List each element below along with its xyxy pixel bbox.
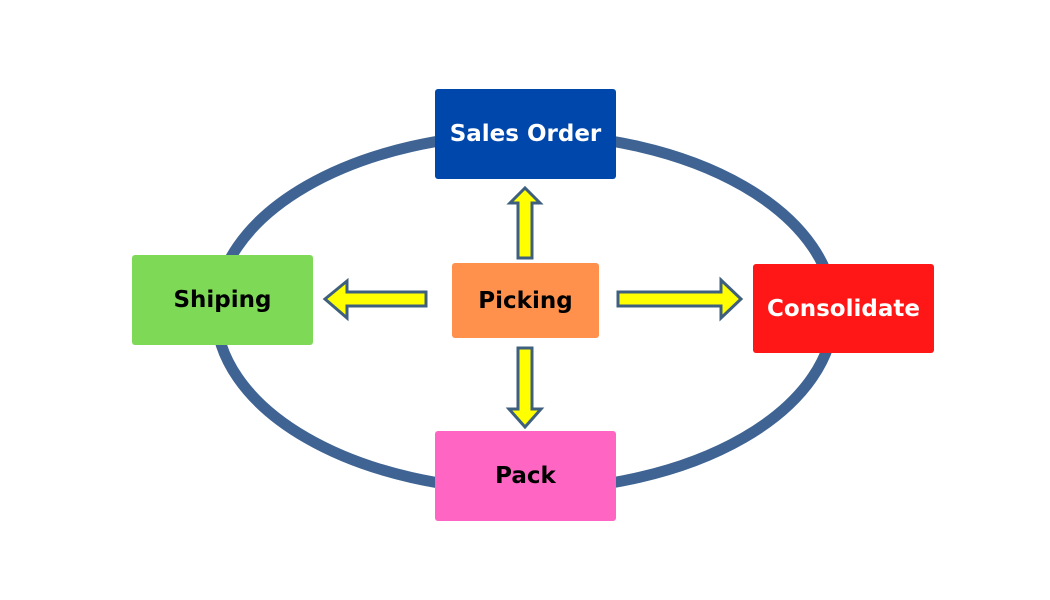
node-pack-label: Pack xyxy=(495,463,556,489)
arrow-right-to-consolidate xyxy=(616,276,744,322)
node-pack: Pack xyxy=(435,431,616,521)
node-sales-order: Sales Order xyxy=(435,89,616,179)
node-picking: Picking xyxy=(452,263,599,338)
node-shipping: Shiping xyxy=(132,255,313,345)
node-consolidate: Consolidate xyxy=(753,264,934,353)
arrow-left-to-shipping xyxy=(322,277,428,322)
arrow-up-to-sales-order xyxy=(506,185,544,260)
node-picking-label: Picking xyxy=(478,287,573,314)
node-consolidate-label: Consolidate xyxy=(767,295,920,322)
arrow-down-to-pack xyxy=(505,346,545,430)
node-shipping-label: Shiping xyxy=(173,287,272,313)
node-sales-order-label: Sales Order xyxy=(449,121,602,147)
